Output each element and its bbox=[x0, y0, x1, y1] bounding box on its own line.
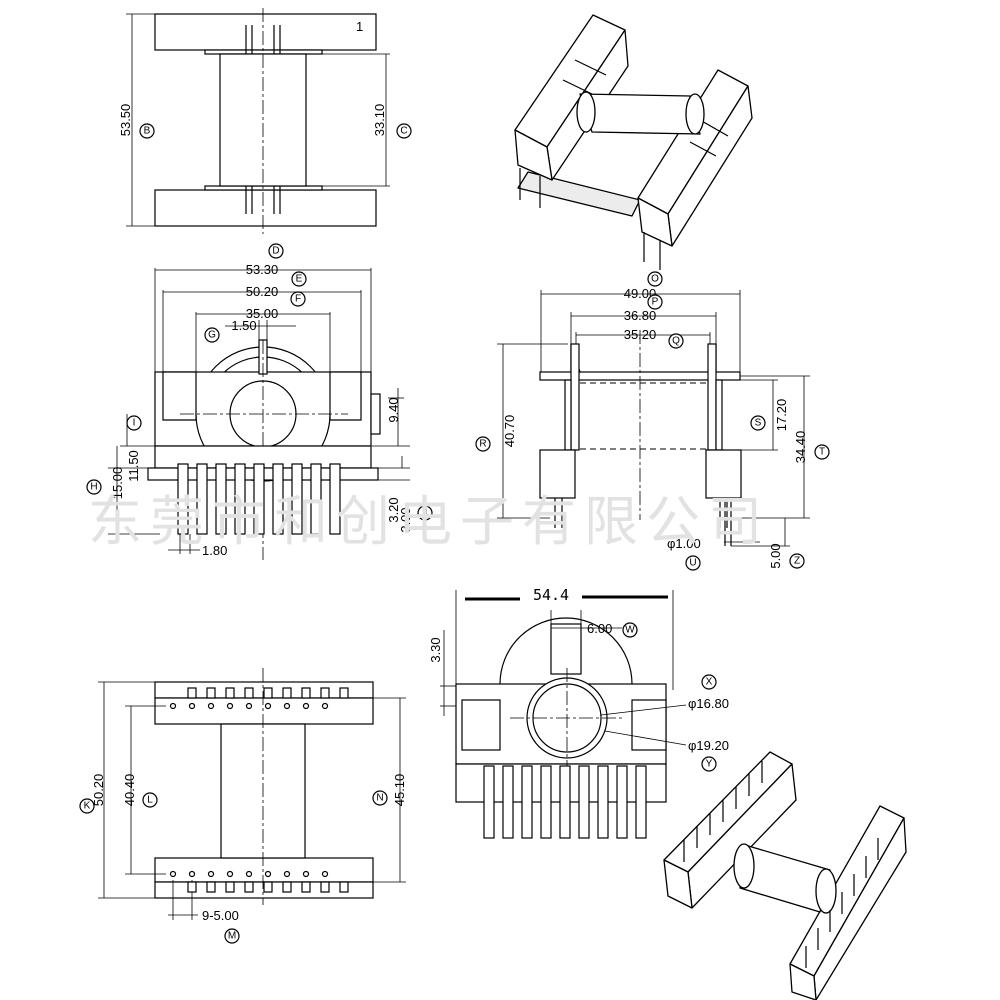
callout-d bbox=[268, 243, 284, 259]
svg-text:K: K bbox=[84, 801, 91, 812]
side-view: 49.00 36.80 35.20 O P Q 40.70 R bbox=[475, 271, 830, 571]
dim-p-value: 36.80 bbox=[624, 308, 657, 323]
dim-h-value: 15.00 bbox=[110, 467, 125, 500]
dim-f-value: 50.20 bbox=[246, 284, 279, 299]
dim-3.20-value: 3.20 bbox=[386, 497, 401, 522]
callout-z bbox=[789, 553, 805, 569]
dim-3.00-value: 3.00 bbox=[398, 507, 413, 532]
dim-k-value: 50.20 bbox=[91, 774, 106, 807]
top-view-lower-flange bbox=[154, 189, 377, 227]
svg-text:H: H bbox=[90, 482, 97, 493]
callout-i bbox=[126, 415, 142, 431]
callout-b bbox=[139, 123, 155, 139]
dim-1.80-value: 1.80 bbox=[202, 543, 227, 558]
callout-r bbox=[475, 436, 491, 452]
bottom-view-pins bbox=[169, 687, 349, 893]
dim-3.30-value: 3.30 bbox=[428, 637, 443, 662]
dim-11.50-value: 11.50 bbox=[126, 450, 141, 482]
callout-k bbox=[79, 798, 95, 814]
svg-text:N: N bbox=[376, 793, 383, 804]
callout-u bbox=[685, 555, 701, 571]
bottom-view: 50.20 K 40.40 L 45.10 N 9-5.00 M bbox=[79, 668, 407, 944]
svg-text:J: J bbox=[423, 508, 428, 519]
dim-g-value: 35.00 bbox=[246, 306, 279, 321]
svg-text:T: T bbox=[819, 447, 825, 458]
dim-z-value: 5.00 bbox=[768, 543, 783, 568]
svg-text:Y: Y bbox=[706, 759, 713, 770]
svg-text:P: P bbox=[652, 297, 659, 308]
dim-n-value: 45.10 bbox=[392, 774, 407, 807]
svg-text:Z: Z bbox=[794, 556, 800, 567]
isometric-view-bottom bbox=[663, 751, 907, 1000]
dim-w-value: 6.00 bbox=[587, 621, 612, 636]
dim-b-value: 53.50 bbox=[118, 104, 133, 137]
callout-h bbox=[86, 479, 102, 495]
callout-m bbox=[224, 928, 240, 944]
callout-s bbox=[750, 415, 766, 431]
callout-p bbox=[647, 294, 663, 310]
dim-9.40-value: 9.40 bbox=[386, 397, 401, 422]
svg-text:S: S bbox=[755, 418, 762, 429]
svg-text:D: D bbox=[272, 246, 279, 257]
callout-l bbox=[142, 792, 158, 808]
top-view-upper-flange bbox=[154, 13, 377, 51]
callout-t bbox=[814, 444, 830, 460]
callout-b-label: B bbox=[144, 126, 151, 137]
dim-s-value: 17.20 bbox=[774, 399, 789, 432]
dim-l-value: 40.40 bbox=[122, 774, 137, 807]
dim-c-value: 33.10 bbox=[372, 104, 387, 137]
callout-c-label: C bbox=[400, 126, 407, 137]
top-view: 1 53.50 B 33.10 C bbox=[118, 8, 412, 234]
dim-t-value: 34.40 bbox=[793, 431, 808, 464]
front-view-2-pins bbox=[483, 765, 647, 839]
callout-q bbox=[668, 333, 684, 349]
dim-x-value: φ16.80 bbox=[688, 696, 729, 711]
svg-text:X: X bbox=[706, 677, 713, 688]
front-view-pins bbox=[177, 463, 341, 535]
svg-text:G: G bbox=[208, 330, 216, 341]
dim-m-value: 9-5.00 bbox=[202, 908, 239, 923]
sheet-index: 1 bbox=[356, 19, 363, 34]
callout-j bbox=[417, 505, 433, 521]
dim-y-value: φ19.20 bbox=[688, 738, 729, 753]
svg-text:U: U bbox=[689, 558, 696, 569]
svg-text:I: I bbox=[133, 418, 136, 429]
callout-x bbox=[701, 674, 717, 690]
callout-f bbox=[290, 291, 306, 307]
dim-e-value: 53.30 bbox=[246, 262, 279, 277]
svg-text:L: L bbox=[147, 795, 153, 806]
callout-e bbox=[291, 271, 307, 287]
callout-w bbox=[622, 622, 638, 638]
svg-text:M: M bbox=[228, 931, 236, 942]
callout-o bbox=[647, 271, 663, 287]
svg-text:Q: Q bbox=[672, 336, 680, 347]
callout-n bbox=[372, 790, 388, 806]
callout-c bbox=[396, 123, 412, 139]
callout-g bbox=[204, 327, 220, 343]
slot-width-value: 1.50 bbox=[231, 318, 256, 333]
dim-o-value: 49.00 bbox=[624, 286, 657, 301]
svg-text:W: W bbox=[625, 625, 635, 636]
dim-54.4-value: 54.4 bbox=[533, 586, 569, 604]
svg-text:F: F bbox=[295, 294, 301, 305]
svg-text:E: E bbox=[296, 274, 303, 285]
callout-y bbox=[701, 756, 717, 772]
svg-text:R: R bbox=[479, 439, 486, 450]
isometric-view-top bbox=[514, 14, 753, 270]
svg-text:O: O bbox=[651, 274, 659, 285]
dim-u-value: φ1.00 bbox=[667, 536, 701, 551]
company-watermark: 东莞市和创电子有限公司 bbox=[88, 490, 770, 553]
dim-r-value: 40.70 bbox=[502, 415, 517, 448]
